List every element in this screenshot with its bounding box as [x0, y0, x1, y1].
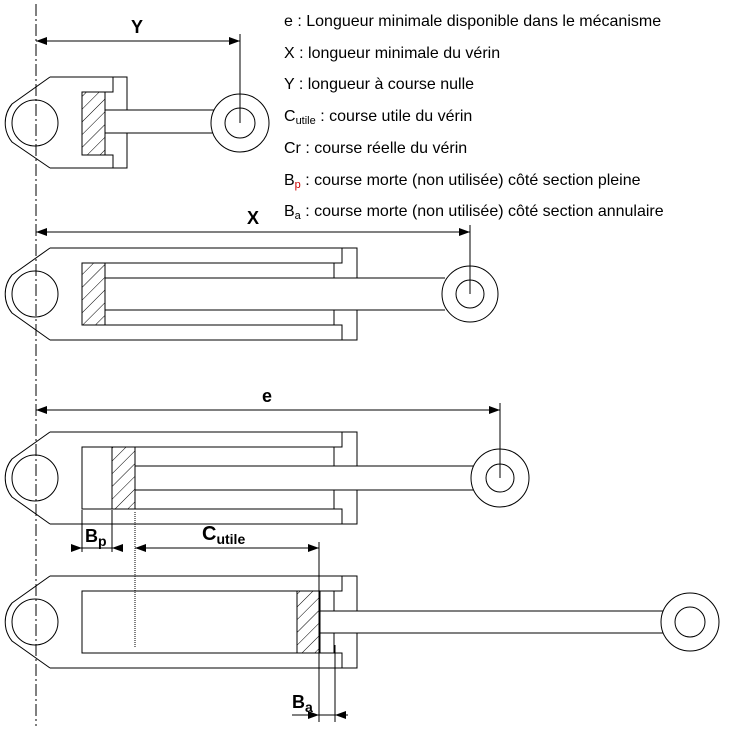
cylinder-e	[4, 431, 530, 525]
dim-subscript: utile	[216, 531, 246, 547]
piston	[111, 446, 136, 510]
piston	[296, 590, 321, 654]
dim-label-y: Y	[131, 17, 144, 37]
arrowhead	[308, 544, 319, 552]
clevis-pin-hole	[11, 99, 59, 147]
dim-subscript: p	[98, 533, 107, 549]
dim-label-bp: Bp	[85, 526, 107, 549]
body-outline	[50, 575, 358, 669]
legend-text: : course réelle du vérin	[300, 139, 468, 157]
legend: e : Longueur minimale disponible dans le…	[284, 6, 664, 228]
body-inner	[81, 432, 343, 524]
body-outline	[50, 76, 128, 169]
arrowhead	[459, 228, 470, 236]
legend-text: : Longueur minimale disponible dans le m…	[292, 13, 662, 30]
legend-symbol: Cr	[284, 139, 301, 157]
arrowhead	[335, 711, 346, 719]
legend-text: : course morte (non utilisée) côté secti…	[300, 203, 664, 221]
rod-eye-hole	[674, 606, 706, 638]
clevis-pin-hole	[11, 454, 59, 502]
body-inner	[81, 576, 343, 668]
arrowhead	[229, 37, 240, 45]
arrowhead	[36, 37, 47, 45]
legend-subscript: utile	[295, 115, 316, 128]
clevis-pin-hole	[11, 270, 59, 318]
body-inner	[81, 248, 343, 340]
arrowhead	[36, 228, 47, 236]
arrowhead	[71, 544, 82, 552]
dim-label-e: e	[262, 386, 273, 406]
body-outline	[50, 431, 358, 525]
legend-symbol: B	[284, 203, 295, 221]
dim-symbol: C	[202, 523, 217, 545]
cylinder-y	[4, 76, 270, 169]
clevis-outline	[4, 431, 51, 525]
legend-item-cr: Cr : course réelle du vérin	[284, 133, 664, 165]
clevis-outline	[4, 76, 51, 169]
legend-subscript: p	[294, 178, 301, 191]
piston	[81, 262, 106, 326]
cylinder-extended	[4, 575, 720, 669]
rod-eye	[660, 592, 720, 652]
legend-text: : longueur minimale du vérin	[294, 44, 501, 62]
dim-symbol: B	[292, 692, 305, 712]
dim-label-ba: Ba	[292, 692, 313, 715]
legend-symbol: C	[284, 108, 296, 126]
clevis-outline	[4, 575, 51, 669]
legend-item-bp: Bp : course morte (non utilisée) côté se…	[284, 165, 664, 197]
legend-text: : longueur à course nulle	[294, 76, 475, 94]
arrowhead	[135, 544, 146, 552]
dim-label-x: X	[247, 208, 260, 228]
piston	[81, 91, 106, 156]
legend-symbol: B	[284, 171, 295, 189]
piston-rod	[320, 610, 664, 634]
piston-rod	[135, 465, 474, 491]
legend-symbol: e	[284, 13, 293, 30]
arrowhead	[308, 711, 319, 719]
dim-label-cutile: Cutile	[202, 523, 245, 546]
legend-item-ba: Ba : course morte (non utilisée) côté se…	[284, 196, 664, 228]
legend-item-cutile: Cutile : course utile du vérin	[284, 101, 664, 133]
legend-text: : course utile du vérin	[315, 108, 473, 126]
piston-rod	[105, 277, 445, 311]
arrowhead	[489, 406, 500, 414]
legend-text: : course morte (non utilisée) côté secti…	[300, 171, 641, 189]
arrowhead	[112, 544, 123, 552]
legend-item-y: Y : longueur à course nulle	[284, 69, 664, 101]
arrowhead	[36, 406, 47, 414]
legend-symbol: Y	[284, 76, 295, 94]
legend-symbol: X	[284, 44, 295, 62]
clevis-outline	[4, 247, 51, 341]
body-outline	[50, 247, 358, 341]
cylinder-x	[4, 247, 499, 341]
legend-subscript: a	[294, 210, 301, 223]
piston-rod	[105, 109, 215, 134]
dim-subscript: a	[305, 699, 313, 715]
legend-item-e: e : Longueur minimale disponible dans le…	[284, 6, 664, 38]
clevis-pin-hole	[11, 598, 59, 646]
legend-item-x: X : longueur minimale du vérin	[284, 38, 664, 70]
dim-symbol: B	[85, 526, 98, 546]
